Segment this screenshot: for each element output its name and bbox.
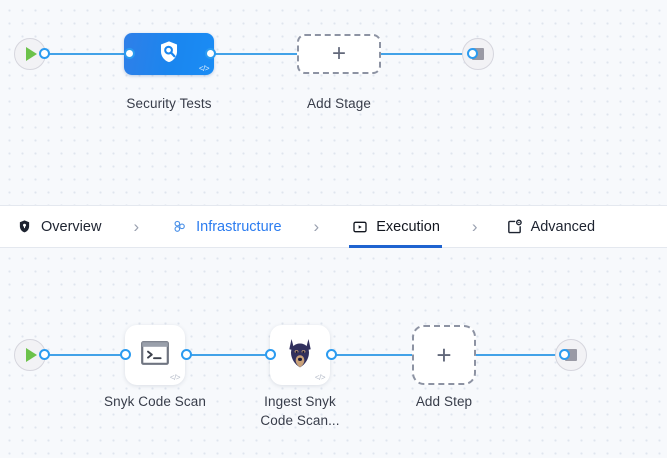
tab-execution[interactable]: Execution: [349, 206, 442, 248]
security-tests-stage-node[interactable]: </>: [124, 33, 214, 75]
ingest-snyk-code-scan-node[interactable]: </>: [270, 325, 330, 385]
execution-play-icon: [351, 218, 368, 235]
start-node-output-port[interactable]: [39, 48, 50, 59]
ingest-snyk-caption-line2: Code Scan...: [260, 413, 340, 428]
tab-execution-label: Execution: [376, 218, 440, 235]
ingest-snyk-caption-line1: Ingest Snyk: [264, 394, 336, 409]
edge-add-stage-to-end: [380, 53, 473, 55]
play-icon: [26, 348, 37, 362]
add-stage-caption: Add Stage: [307, 96, 371, 111]
pipeline-steps-canvas[interactable]: </> Snyk Code Scan: [0, 248, 667, 458]
step-end-input-port[interactable]: [559, 349, 570, 360]
edge-add-step-to-end: [476, 354, 565, 356]
tab-separator-3: ›: [471, 217, 478, 236]
infrastructure-icon: [171, 218, 188, 235]
stage-code-badge: </>: [198, 64, 210, 73]
tab-infrastructure[interactable]: Infrastructure: [169, 206, 283, 247]
security-tests-output-port[interactable]: [205, 48, 216, 59]
edge-start-to-snyk-code-scan: [44, 354, 130, 356]
ingest-snyk-input-port[interactable]: [265, 349, 276, 360]
step-code-badge: </>: [314, 373, 326, 382]
shield-icon: [16, 218, 33, 235]
security-tests-caption: Security Tests: [126, 96, 212, 111]
plus-icon: +: [331, 40, 346, 67]
tab-advanced-label: Advanced: [530, 218, 596, 235]
snyk-code-scan-caption: Snyk Code Scan: [104, 394, 206, 409]
plus-icon: +: [436, 340, 452, 370]
pipeline-stages-canvas[interactable]: </> Security Tests + Add Stage: [0, 0, 667, 205]
edge-snyk-code-scan-to-ingest: [186, 354, 306, 356]
add-step-node[interactable]: +: [412, 325, 476, 385]
ingest-snyk-output-port[interactable]: [326, 349, 337, 360]
snyk-code-scan-output-port[interactable]: [181, 349, 192, 360]
tab-separator-1: ›: [133, 217, 140, 236]
tab-overview-label: Overview: [41, 218, 102, 235]
step-code-badge: </>: [169, 373, 181, 382]
end-node-input-port[interactable]: [467, 48, 478, 59]
edge-security-tests-to-add-stage: [210, 53, 302, 55]
snyk-code-scan-input-port[interactable]: [120, 349, 131, 360]
tab-advanced[interactable]: Advanced: [504, 206, 598, 247]
advanced-gear-icon: [506, 218, 523, 235]
edge-start-to-security-tests: [44, 53, 130, 55]
terminal-icon: [140, 340, 170, 371]
tab-overview[interactable]: Overview: [14, 206, 103, 247]
edge-ingest-to-add-step: [331, 354, 416, 356]
tab-infrastructure-label: Infrastructure: [196, 218, 282, 235]
play-icon: [26, 47, 37, 61]
pipeline-section-tabs[interactable]: Overview › Infrastructure ›: [0, 205, 667, 248]
step-start-output-port[interactable]: [39, 349, 50, 360]
add-step-caption: Add Step: [415, 394, 473, 409]
security-shield-search-icon: [156, 39, 182, 70]
security-tests-input-port[interactable]: [124, 48, 135, 59]
tab-separator-2: ›: [313, 217, 320, 236]
snyk-code-scan-node[interactable]: </>: [125, 325, 185, 385]
snyk-doberman-icon: [285, 337, 315, 374]
add-stage-node[interactable]: +: [297, 34, 381, 74]
